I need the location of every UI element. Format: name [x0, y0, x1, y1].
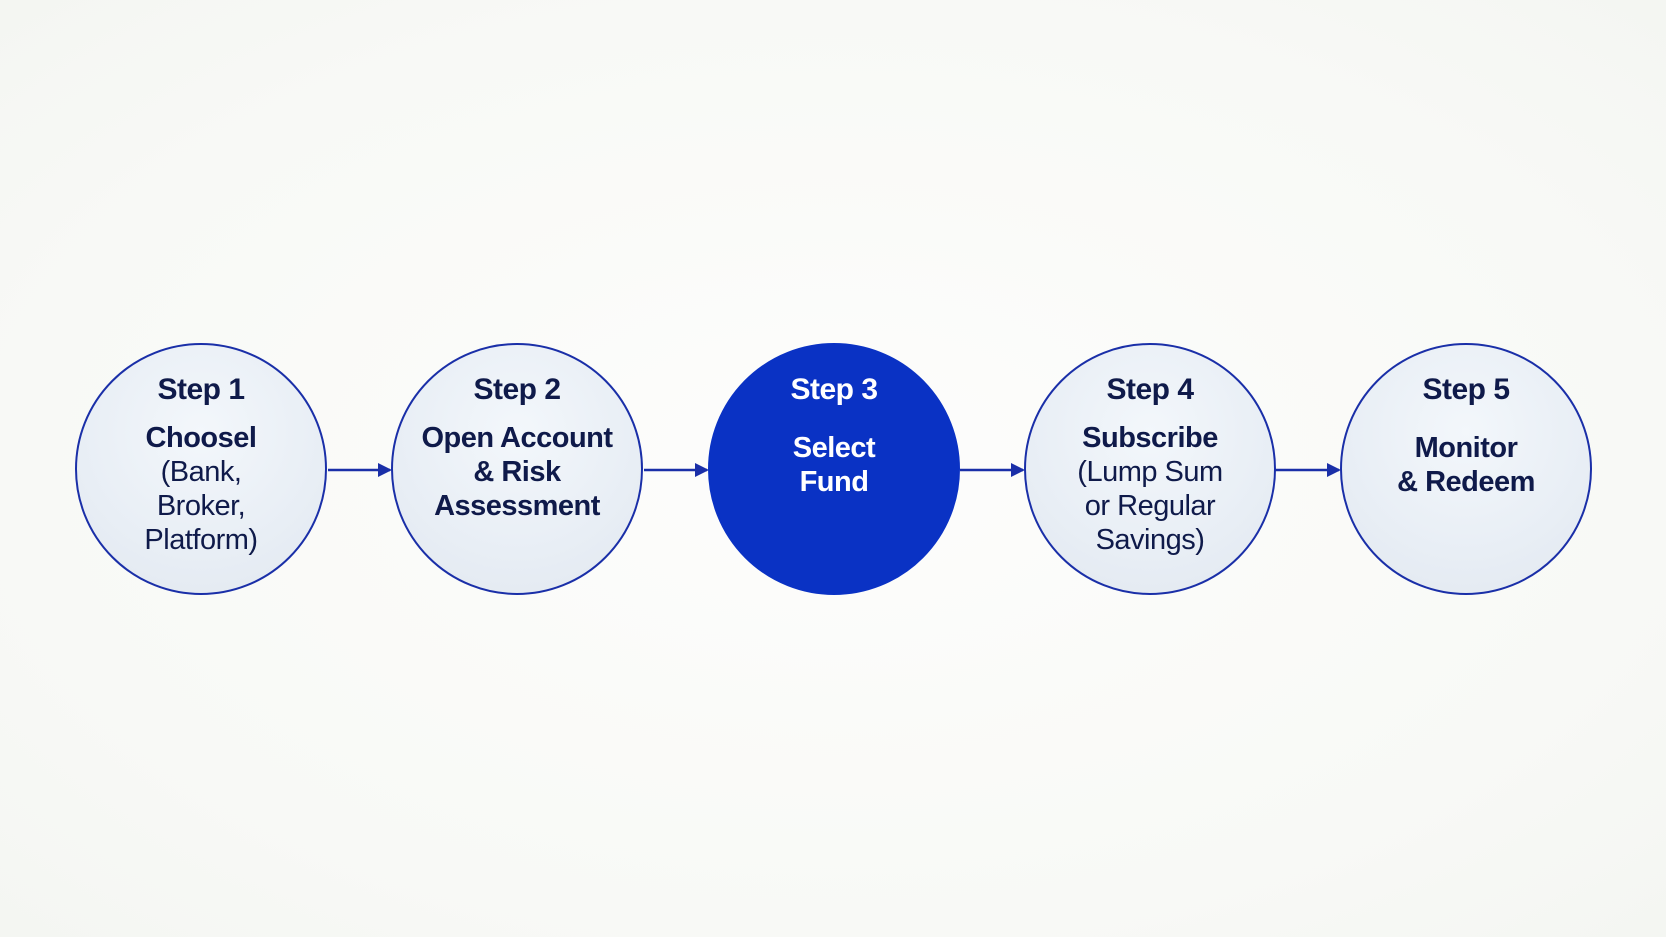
step-4-body: Subscribe (Lump Sum or Regular Savings)	[1045, 421, 1255, 557]
step-3-body: Select Fund	[729, 431, 939, 499]
step-3-line-2: Fund	[799, 466, 869, 498]
step-2-node: Step 2 Open Account & Risk Assessment	[391, 343, 643, 595]
step-1-line-1: (Bank,	[160, 456, 242, 488]
step-1-node: Step 1 Choosel (Bank, Broker, Platform)	[75, 343, 327, 595]
step-2-line-1: Open Account	[421, 422, 613, 454]
step-5-title: Step 5	[1422, 373, 1510, 406]
step-1-heading: Choosel	[145, 422, 257, 454]
step-3-line-1: Select	[792, 432, 876, 464]
step-1-body: Choosel (Bank, Broker, Platform)	[96, 421, 306, 557]
step-4-line-3: Savings)	[1095, 524, 1205, 556]
step-2-body: Open Account & Risk Assessment	[412, 421, 622, 523]
step-3-title: Step 3	[790, 373, 878, 406]
step-1-line-3: Platform)	[144, 524, 258, 556]
step-4-title: Step 4	[1106, 373, 1194, 406]
step-4-heading: Subscribe	[1082, 422, 1218, 454]
step-5-line-1: Monitor	[1414, 432, 1518, 464]
step-4-node: Step 4 Subscribe (Lump Sum or Regular Sa…	[1024, 343, 1276, 595]
step-5-node: Step 5 Monitor & Redeem	[1340, 343, 1592, 595]
step-5-line-2: & Redeem	[1397, 466, 1535, 498]
step-4-line-1: (Lump Sum	[1077, 456, 1223, 488]
step-1-title: Step 1	[157, 373, 245, 406]
step-4-line-2: or Regular	[1084, 490, 1216, 522]
step-2-title: Step 2	[473, 373, 561, 406]
step-2-line-3: Assessment	[434, 490, 600, 522]
step-2-line-2: & Risk	[473, 456, 561, 488]
step-5-body: Monitor & Redeem	[1361, 431, 1571, 499]
step-3-node: Step 3 Select Fund	[708, 343, 960, 595]
step-1-line-2: Broker,	[156, 490, 246, 522]
